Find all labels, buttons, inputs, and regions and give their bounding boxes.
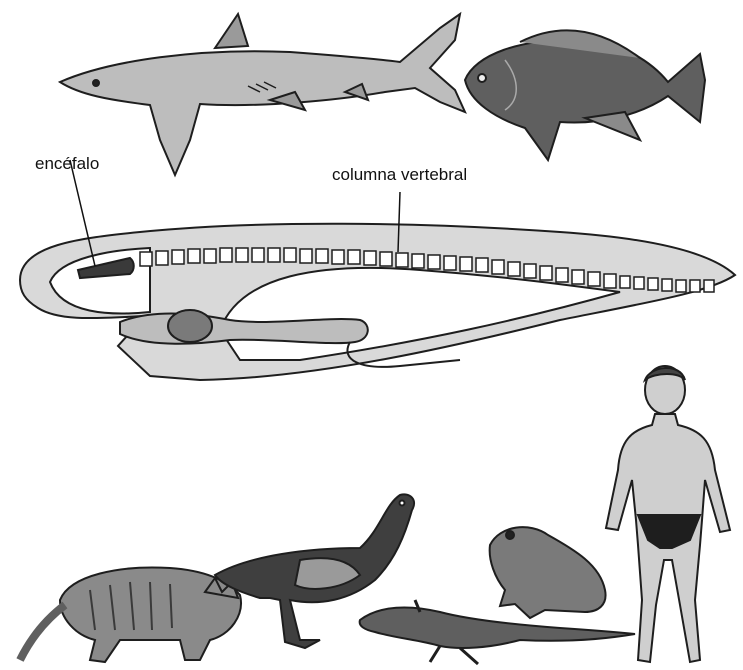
spinal-column-label: columna vertebral xyxy=(332,165,467,185)
cat-illustration xyxy=(20,567,241,662)
body-section-illustration xyxy=(20,160,735,380)
frog-illustration xyxy=(490,527,606,618)
shark-illustration xyxy=(60,14,465,175)
human-illustration xyxy=(606,366,730,662)
fish-illustration xyxy=(465,30,705,160)
brain-label: encéfalo xyxy=(35,154,99,174)
